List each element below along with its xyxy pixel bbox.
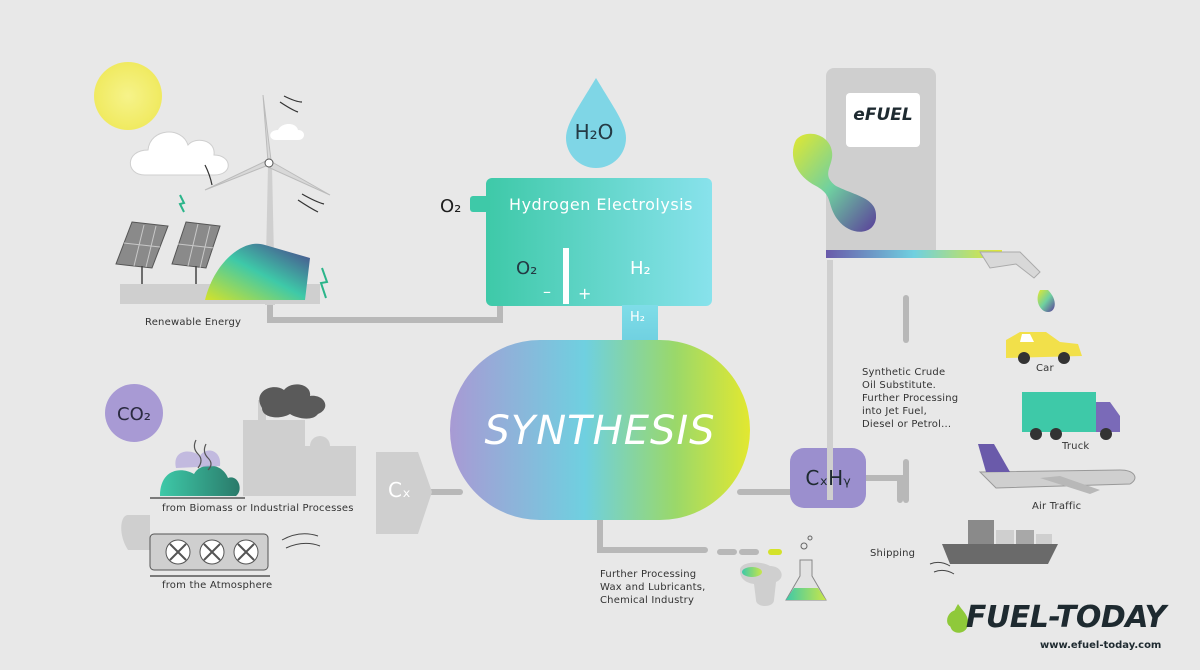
synthesis-tank xyxy=(450,340,750,520)
atmosphere-label: from the Atmosphere xyxy=(162,580,273,591)
flask-icon xyxy=(785,535,827,601)
factory-icon xyxy=(243,384,356,496)
electrolysis-minus-sign: – xyxy=(543,282,551,301)
lightning-icon-left xyxy=(178,194,186,213)
brand-logo-e: e xyxy=(946,600,966,635)
efuel-pump-sign: eFUEL xyxy=(853,105,913,125)
co2-circle xyxy=(105,384,163,442)
solar-panel-icon xyxy=(115,221,221,296)
brand-logo: eFUEL-TODAY xyxy=(946,600,1166,635)
h2-pipe-label: H₂ xyxy=(630,310,645,325)
steam-lines-icon xyxy=(193,439,212,471)
lightning-icon-right xyxy=(319,267,329,299)
further-processing-label: Further Processing Wax and Lubricants, C… xyxy=(600,569,706,606)
electrolysis-o2-label: O₂ xyxy=(516,258,538,279)
car-icon xyxy=(1006,332,1082,364)
brand-logo-text: FUEL-TODAY xyxy=(965,600,1166,635)
brand-url: www.efuel-today.com xyxy=(1040,640,1162,651)
pipe-energy-to-electrolysis xyxy=(267,297,503,323)
crude-substitute-label: Synthetic Crude Oil Substitute. Further … xyxy=(862,367,959,430)
pipe-to-further-processing xyxy=(597,517,708,553)
truck-icon xyxy=(1022,392,1120,440)
biomass-label: from Biomass or Industrial Processes xyxy=(162,503,354,514)
fuel-blob-icon xyxy=(792,133,877,232)
biomass-bush-icon xyxy=(160,450,240,496)
truck-label: Truck xyxy=(1062,441,1090,452)
air-capture-fans-icon xyxy=(121,515,270,577)
brand-leaf-icon xyxy=(950,604,969,633)
wind-swirl-lines xyxy=(281,533,321,549)
shipping-label: Shipping xyxy=(870,548,916,559)
ship-icon xyxy=(942,520,1058,564)
wax-lubricant-icon xyxy=(740,549,782,606)
renewable-hill xyxy=(205,243,310,300)
h2-neck xyxy=(622,305,658,343)
wind-motion-lines xyxy=(204,95,325,213)
electrolysis-plus-sign: + xyxy=(578,284,592,303)
o2-output-label: O₂ xyxy=(440,196,462,217)
water-drop-icon xyxy=(566,78,626,168)
sun-icon xyxy=(94,62,162,130)
fuel-pump-icon xyxy=(826,68,1055,500)
airplane-icon xyxy=(978,444,1136,494)
water-wave-lines xyxy=(929,561,955,575)
car-label: Car xyxy=(1036,363,1054,374)
electrolysis-box xyxy=(486,178,712,306)
co2-label: CO₂ xyxy=(117,404,151,425)
cx-label: Cₓ xyxy=(388,478,411,502)
pipe-network xyxy=(267,295,909,555)
h2o-label: H₂O xyxy=(574,120,614,144)
pipe-cxhy-out xyxy=(863,475,903,503)
synthesis-label: SYNTHESIS xyxy=(484,408,716,454)
electrolysis-membrane xyxy=(563,248,569,304)
renewable-energy-label: Renewable Energy xyxy=(145,317,242,328)
cx-arrow-box xyxy=(376,452,432,534)
electrolysis-o2-port xyxy=(470,196,490,212)
electrolysis-title: Hydrogen Electrolysis xyxy=(509,195,693,214)
electrolysis-h2-label: H₂ xyxy=(630,258,651,279)
small-cloud-icon xyxy=(270,124,304,140)
air-traffic-label: Air Traffic xyxy=(1032,501,1082,512)
cxhy-label: CₓHᵧ xyxy=(805,466,851,490)
cloud-icon xyxy=(129,131,229,176)
